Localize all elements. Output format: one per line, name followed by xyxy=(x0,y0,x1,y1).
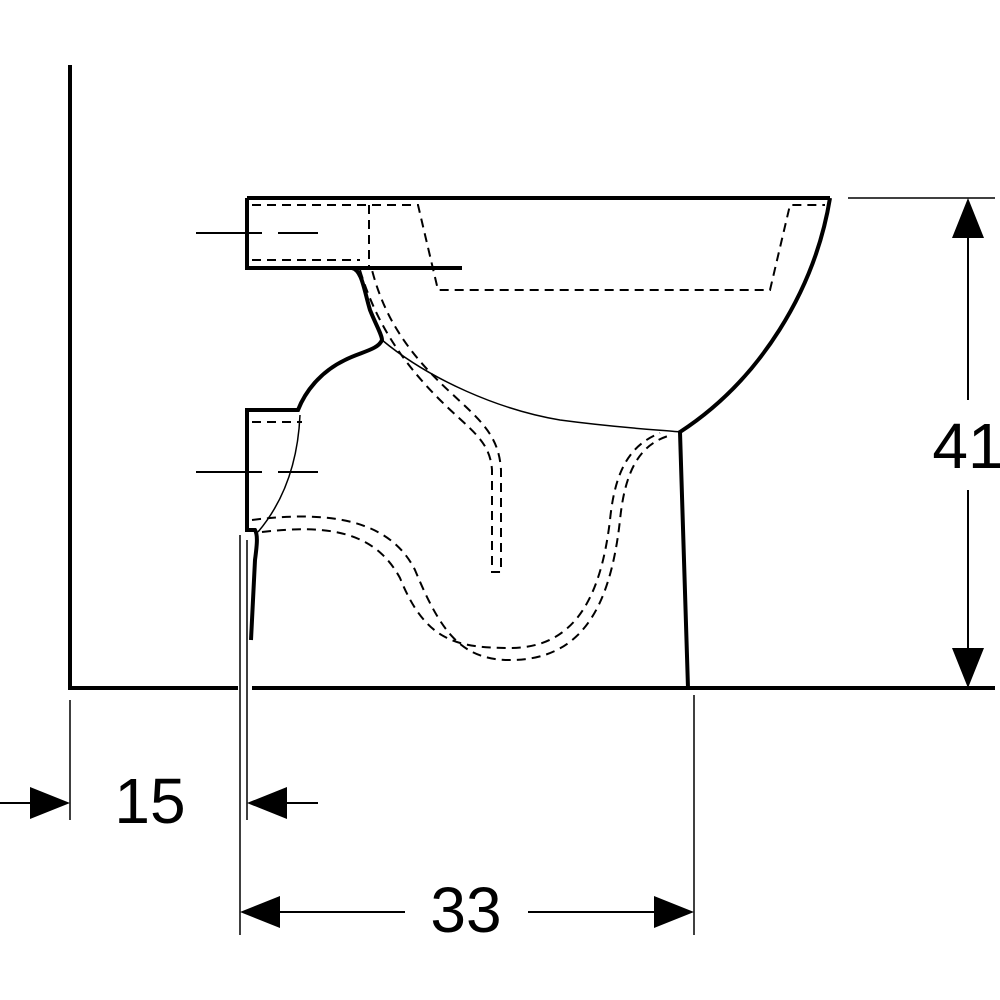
trap-hidden-lower-inner xyxy=(261,432,661,650)
inlet-hidden xyxy=(252,205,370,268)
arrow-left-icon xyxy=(247,787,287,819)
outlet-curve xyxy=(257,414,301,533)
depth-extension-lines xyxy=(239,535,695,935)
wall-offset-label: 15 xyxy=(114,765,185,837)
arrow-down-icon xyxy=(952,648,984,688)
bowl-outer-curve xyxy=(677,197,832,689)
arrow-right-icon xyxy=(654,896,694,928)
bowl-rim xyxy=(245,196,830,270)
arrow-right-icon xyxy=(30,787,70,819)
arrow-left-icon xyxy=(240,896,280,928)
depth-label: 33 xyxy=(430,874,501,946)
trap-hidden-outer xyxy=(359,269,502,573)
arrow-up-icon xyxy=(952,198,984,238)
trap-hidden-lower xyxy=(251,435,669,662)
bowl-neck xyxy=(245,266,385,641)
flush-channel-hidden xyxy=(252,204,825,291)
height-label: 41 xyxy=(932,410,1000,482)
offset-extension-lines xyxy=(69,540,248,820)
bowl-inner-curve xyxy=(381,339,681,433)
